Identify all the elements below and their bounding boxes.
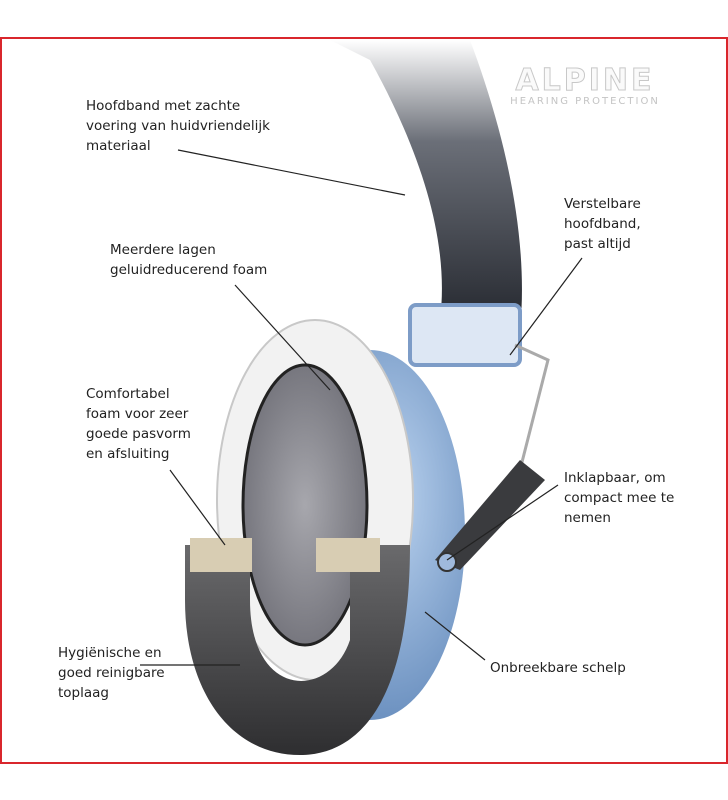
fold-hinge: [435, 460, 545, 570]
label-comfort-foam: Comfortabel foam voor zeer goede pasvorm…: [86, 386, 191, 462]
label-foldable: Inklapbaar, om compact mee te nemen: [564, 470, 675, 526]
leader-lines: [140, 149, 583, 666]
label-adjustable: Verstelbare hoofdband, past altijd: [564, 196, 641, 252]
label-top-layer: Hygiënische en goed reinigbare toplaag: [58, 645, 165, 701]
alpine-logo: ALPINE HEARING PROTECTION: [500, 63, 670, 107]
inner-foam: [241, 363, 369, 647]
foam-block-right: [316, 538, 380, 572]
wire-arm: [514, 343, 550, 471]
label-shell: Onbreekbare schelp: [490, 660, 626, 676]
red-frame: [0, 37, 728, 764]
foam-block-left: [190, 538, 252, 572]
headband: [330, 40, 522, 330]
logo-tagline: HEARING PROTECTION: [510, 96, 660, 107]
headband-slider: [408, 303, 522, 367]
label-foam-layers: Meerdere lagen geluidreducerend foam: [110, 242, 268, 278]
logo-brand: ALPINE: [515, 63, 655, 98]
cushion-toplayer: [185, 545, 410, 755]
label-headband: Hoofdband met zachte voering van huidvri…: [86, 98, 270, 154]
